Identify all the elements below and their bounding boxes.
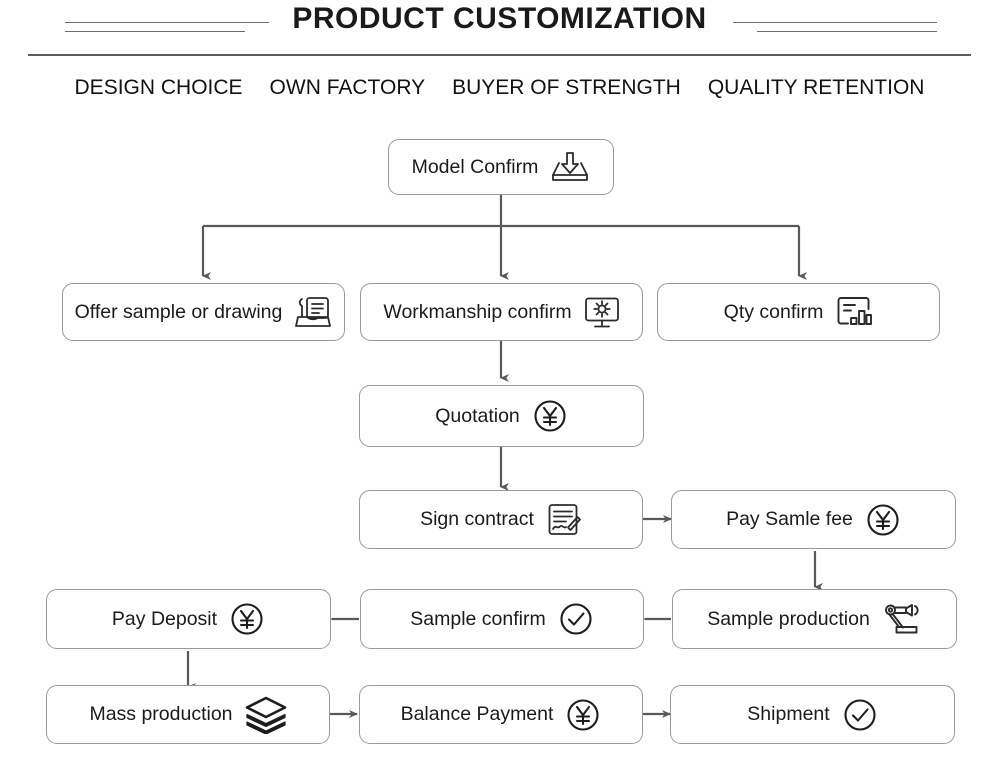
signed-document-icon — [546, 502, 582, 538]
flow-node-mass-production[interactable]: Mass production — [46, 685, 330, 744]
flow-node-label: Balance Payment — [400, 703, 554, 725]
printer-document-icon — [294, 295, 332, 329]
header-rule-right-top — [733, 22, 937, 23]
flow-node-label: Pay Deposit — [111, 607, 218, 630]
header-divider — [28, 54, 971, 56]
flow-node-balance-payment[interactable]: Balance Payment — [359, 685, 643, 744]
flow-node-workmanship-confirm[interactable]: Workmanship confirm — [360, 283, 643, 341]
bar-report-icon — [835, 295, 873, 329]
flow-node-offer-sample-or-drawing[interactable]: Offer sample or drawing — [62, 283, 345, 341]
feature-subtitle-row: DESIGN CHOICE OWN FACTORY BUYER OF STREN… — [0, 76, 999, 100]
header-rule-left-bottom — [65, 31, 245, 32]
subtitle-buyer-of-strength: BUYER OF STRENGTH — [452, 76, 681, 99]
flow-node-pay-sample-fee[interactable]: Pay Samle fee — [671, 490, 956, 549]
robot-arm-icon — [882, 601, 922, 637]
flow-node-sample-production[interactable]: Sample production — [672, 589, 957, 649]
flow-node-label: Offer sample or drawing — [74, 300, 283, 323]
header-rule-right-bottom — [757, 31, 937, 32]
flow-node-shipment[interactable]: Shipment — [670, 685, 955, 744]
flow-node-label: Pay Samle fee — [726, 508, 853, 530]
download-tray-icon — [550, 150, 590, 184]
flow-node-label: Sample production — [707, 607, 870, 630]
check-circle-icon — [558, 601, 594, 637]
flow-node-label: Sample confirm — [410, 607, 546, 630]
flow-node-model-confirm[interactable]: Model Confirm — [388, 139, 614, 195]
flow-node-label: Mass production — [89, 703, 233, 725]
flow-node-label: Quotation — [435, 404, 520, 427]
flow-node-label: Qty confirm — [723, 300, 824, 323]
check-circle-icon — [842, 697, 878, 733]
flow-node-label: Model Confirm — [411, 155, 539, 178]
layers-stack-icon — [245, 696, 287, 734]
yen-circle-icon — [532, 398, 568, 434]
yen-circle-icon — [229, 601, 265, 637]
flow-node-qty-confirm[interactable]: Qty confirm — [657, 283, 940, 341]
flow-node-sign-contract[interactable]: Sign contract — [359, 490, 643, 549]
flow-node-label: Workmanship confirm — [383, 300, 572, 323]
header-rule-left-top — [65, 22, 269, 23]
flow-node-sample-confirm[interactable]: Sample confirm — [360, 589, 644, 649]
subtitle-own-factory: OWN FACTORY — [269, 76, 426, 99]
subtitle-design-choice: DESIGN CHOICE — [74, 76, 243, 99]
yen-circle-icon — [565, 697, 601, 733]
page-title: PRODUCT CUSTOMIZATION — [292, 2, 707, 35]
subtitle-quality-retention: QUALITY RETENTION — [707, 76, 925, 99]
flow-node-quotation[interactable]: Quotation — [359, 385, 644, 447]
page-header: PRODUCT CUSTOMIZATION — [0, 0, 999, 56]
flow-node-label: Shipment — [747, 703, 830, 725]
flow-node-label: Sign contract — [420, 508, 534, 530]
flow-node-pay-deposit[interactable]: Pay Deposit — [46, 589, 331, 649]
yen-circle-icon — [865, 502, 901, 538]
monitor-gear-icon — [584, 296, 620, 329]
